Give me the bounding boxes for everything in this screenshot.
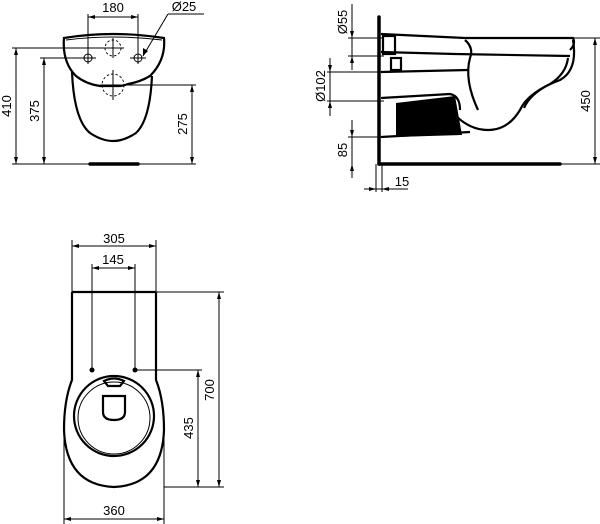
dim-700: 700 xyxy=(202,379,217,401)
dim-275: 275 xyxy=(175,113,190,135)
dim-diameter-25: Ø25 xyxy=(172,0,197,14)
dim-180: 180 xyxy=(102,0,124,15)
dim-145: 145 xyxy=(102,252,124,267)
side-view: Ø55 Ø102 85 15 450 xyxy=(313,4,600,192)
dim-410: 410 xyxy=(0,95,14,117)
dim-375: 375 xyxy=(27,100,42,122)
top-view: 305 145 700 435 xyxy=(62,231,224,524)
dim-diameter-55: Ø55 xyxy=(335,10,350,35)
dim-450: 450 xyxy=(578,90,593,112)
dim-15: 15 xyxy=(395,174,409,189)
front-view: 180 Ø25 410 xyxy=(0,0,204,166)
dim-85: 85 xyxy=(335,143,350,157)
dim-435: 435 xyxy=(181,417,196,439)
dim-diameter-102: Ø102 xyxy=(313,70,328,102)
dim-360: 360 xyxy=(103,503,125,518)
dim-305: 305 xyxy=(103,231,125,246)
